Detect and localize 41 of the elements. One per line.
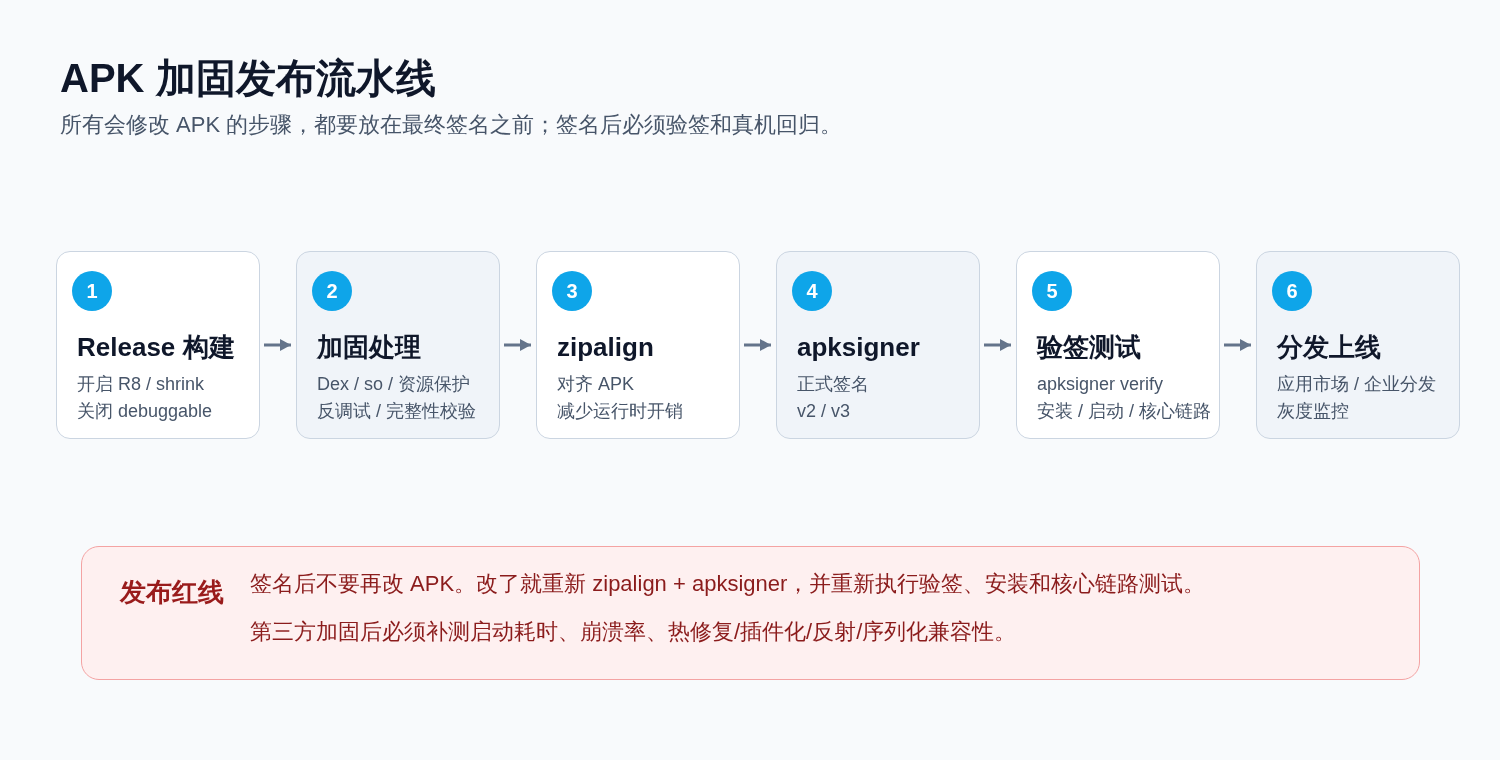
warning-box (81, 546, 1420, 680)
arrow (1224, 339, 1251, 351)
step-number-badge: 1 (72, 271, 112, 311)
step-description: 反调试 / 完整性校验 (317, 400, 476, 423)
step-description: 关闭 debuggable (77, 400, 213, 423)
step-title: apksigner (797, 331, 920, 364)
arrow (264, 339, 291, 351)
step-description: Dex / so / 资源保护 (317, 373, 471, 396)
warning-text: 第三方加固后必须补测启动耗时、崩溃率、热修复/插件化/反射/序列化兼容性。 (250, 618, 1017, 646)
step-description: 应用市场 / 企业分发 (1277, 373, 1436, 396)
step-title: zipalign (557, 331, 654, 364)
step-number-badge: 4 (792, 271, 832, 311)
title: APK 加固发布流水线 (60, 55, 436, 102)
step-title: 验签测试 (1037, 331, 1141, 364)
step-description: 灰度监控 (1277, 400, 1349, 423)
step-number-badge: 2 (312, 271, 352, 311)
step-title: 分发上线 (1277, 331, 1381, 364)
step-description: 安装 / 启动 / 核心链路 (1037, 400, 1211, 423)
step-description: 对齐 APK (557, 373, 635, 396)
arrow (504, 339, 531, 351)
step-title: Release 构建 (77, 331, 235, 364)
step-number-badge: 6 (1272, 271, 1312, 311)
subtitle: 所有会修改 APK 的步骤，都要放在最终签名之前；签名后必须验签和真机回归。 (60, 111, 843, 139)
step-card (56, 251, 260, 439)
arrow (984, 339, 1011, 351)
step-description: 开启 R8 / shrink (77, 373, 205, 396)
step-card (776, 251, 980, 439)
step-description: v2 / v3 (797, 400, 851, 423)
arrow (744, 339, 771, 351)
step-card (1016, 251, 1220, 439)
step-card (1256, 251, 1460, 439)
step-card (296, 251, 500, 439)
warning-text: 签名后不要再改 APK。改了就重新 zipalign + apksigner，并重新执行验签、安装和核心链路测试。 (250, 570, 1206, 598)
warning-title: 发布红线 (120, 576, 224, 609)
step-description: apksigner verify (1037, 373, 1164, 396)
step-description: 正式签名 (797, 373, 869, 396)
step-number-badge: 3 (552, 271, 592, 311)
step-description: 减少运行时开销 (557, 400, 683, 423)
step-card (536, 251, 740, 439)
step-number-badge: 5 (1032, 271, 1072, 311)
step-title: 加固处理 (317, 331, 421, 364)
